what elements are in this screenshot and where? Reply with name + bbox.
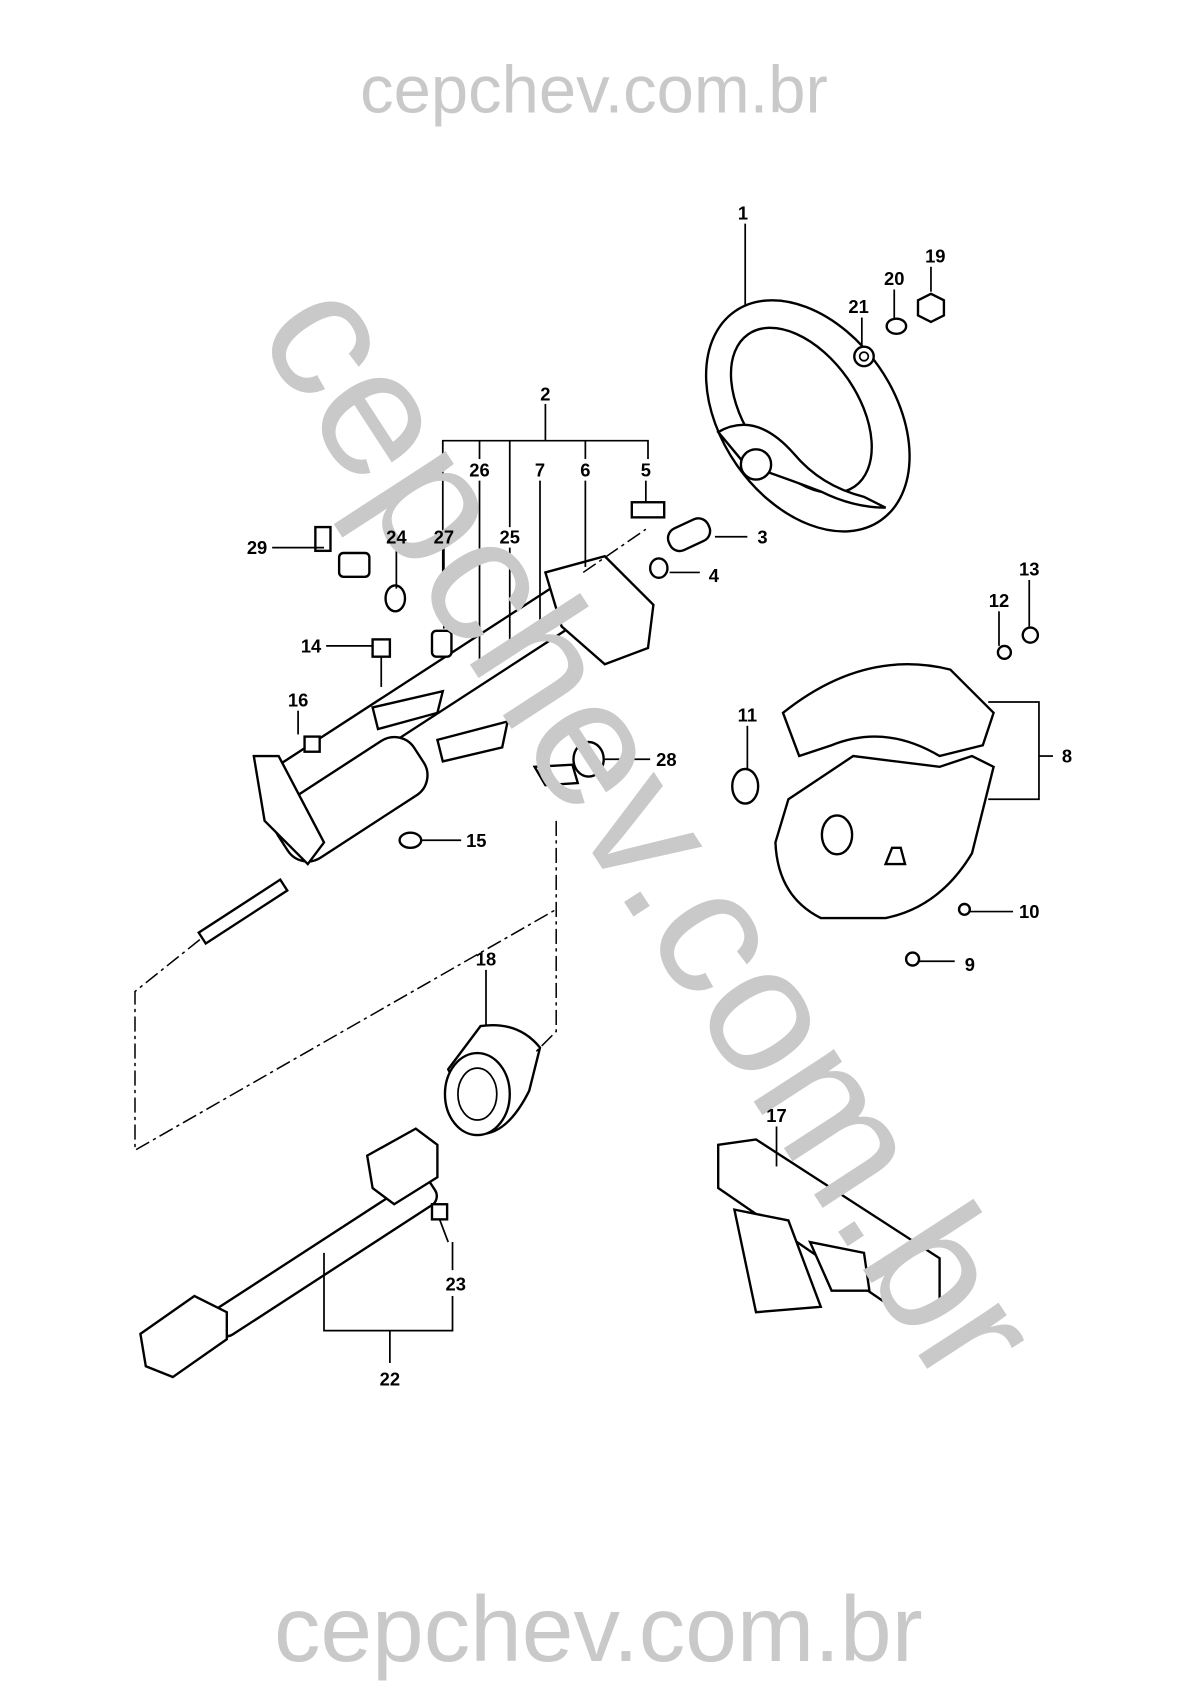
callout-1: 1 [738, 202, 748, 223]
lock-cylinder-29 [314, 525, 371, 578]
washer-20 [885, 317, 908, 335]
callout-13: 13 [1019, 559, 1039, 580]
intermediate-shaft [139, 1127, 439, 1379]
callout-26: 26 [469, 459, 489, 480]
spring-3 [666, 517, 712, 553]
callout-29: 29 [247, 537, 267, 558]
bolt-23 [430, 1203, 450, 1243]
callout-22: 22 [380, 1369, 400, 1390]
ring-11 [731, 767, 760, 805]
callout-4: 4 [709, 565, 720, 586]
callout-12: 12 [989, 590, 1009, 611]
nut-19 [916, 292, 946, 324]
callout-5: 5 [641, 459, 651, 480]
steering-column [197, 554, 655, 946]
callout-14: 14 [301, 635, 322, 656]
screw-9 [904, 951, 921, 967]
column-support [717, 1138, 941, 1319]
callout-16: 16 [288, 689, 308, 710]
column-shroud [774, 663, 995, 920]
clip-13 [1021, 626, 1040, 644]
spring-21 [853, 345, 875, 368]
callout-9: 9 [965, 954, 975, 975]
callout-19: 19 [925, 245, 945, 266]
boot-18 [443, 1024, 542, 1137]
callout-23: 23 [446, 1274, 466, 1295]
screw-12 [996, 644, 1013, 661]
callout-2: 2 [540, 384, 550, 405]
callout-25: 25 [500, 526, 520, 547]
callout-8: 8 [1062, 746, 1072, 767]
callout-3: 3 [757, 526, 767, 547]
callout-24: 24 [386, 526, 407, 547]
callout-28: 28 [656, 749, 676, 770]
callouts: 1 19 20 21 2 26 7 6 5 3 4 29 24 27 25 13… [247, 202, 1072, 1389]
switch-27 [430, 629, 453, 658]
washer-4 [648, 557, 669, 580]
collar-28 [532, 740, 605, 787]
callout-20: 20 [884, 268, 904, 289]
ring-24 [384, 584, 407, 613]
callout-17: 17 [766, 1105, 786, 1126]
leader-lines [272, 223, 1053, 1363]
callout-11: 11 [738, 704, 757, 725]
callout-7: 7 [535, 459, 545, 480]
watermark-bottom: cepchev.com.br [274, 1577, 923, 1681]
bolt-16 [303, 735, 321, 753]
callout-27: 27 [434, 526, 454, 547]
screw-10 [957, 902, 972, 916]
nut-15 [398, 831, 423, 850]
watermark-top: cepchev.com.br [360, 52, 828, 127]
callout-10: 10 [1019, 901, 1039, 922]
callout-15: 15 [466, 830, 486, 851]
bolt-14 [371, 638, 392, 687]
callout-21: 21 [848, 296, 868, 317]
clip-5 [630, 501, 666, 519]
callout-6: 6 [580, 459, 590, 480]
callout-18: 18 [476, 949, 496, 970]
